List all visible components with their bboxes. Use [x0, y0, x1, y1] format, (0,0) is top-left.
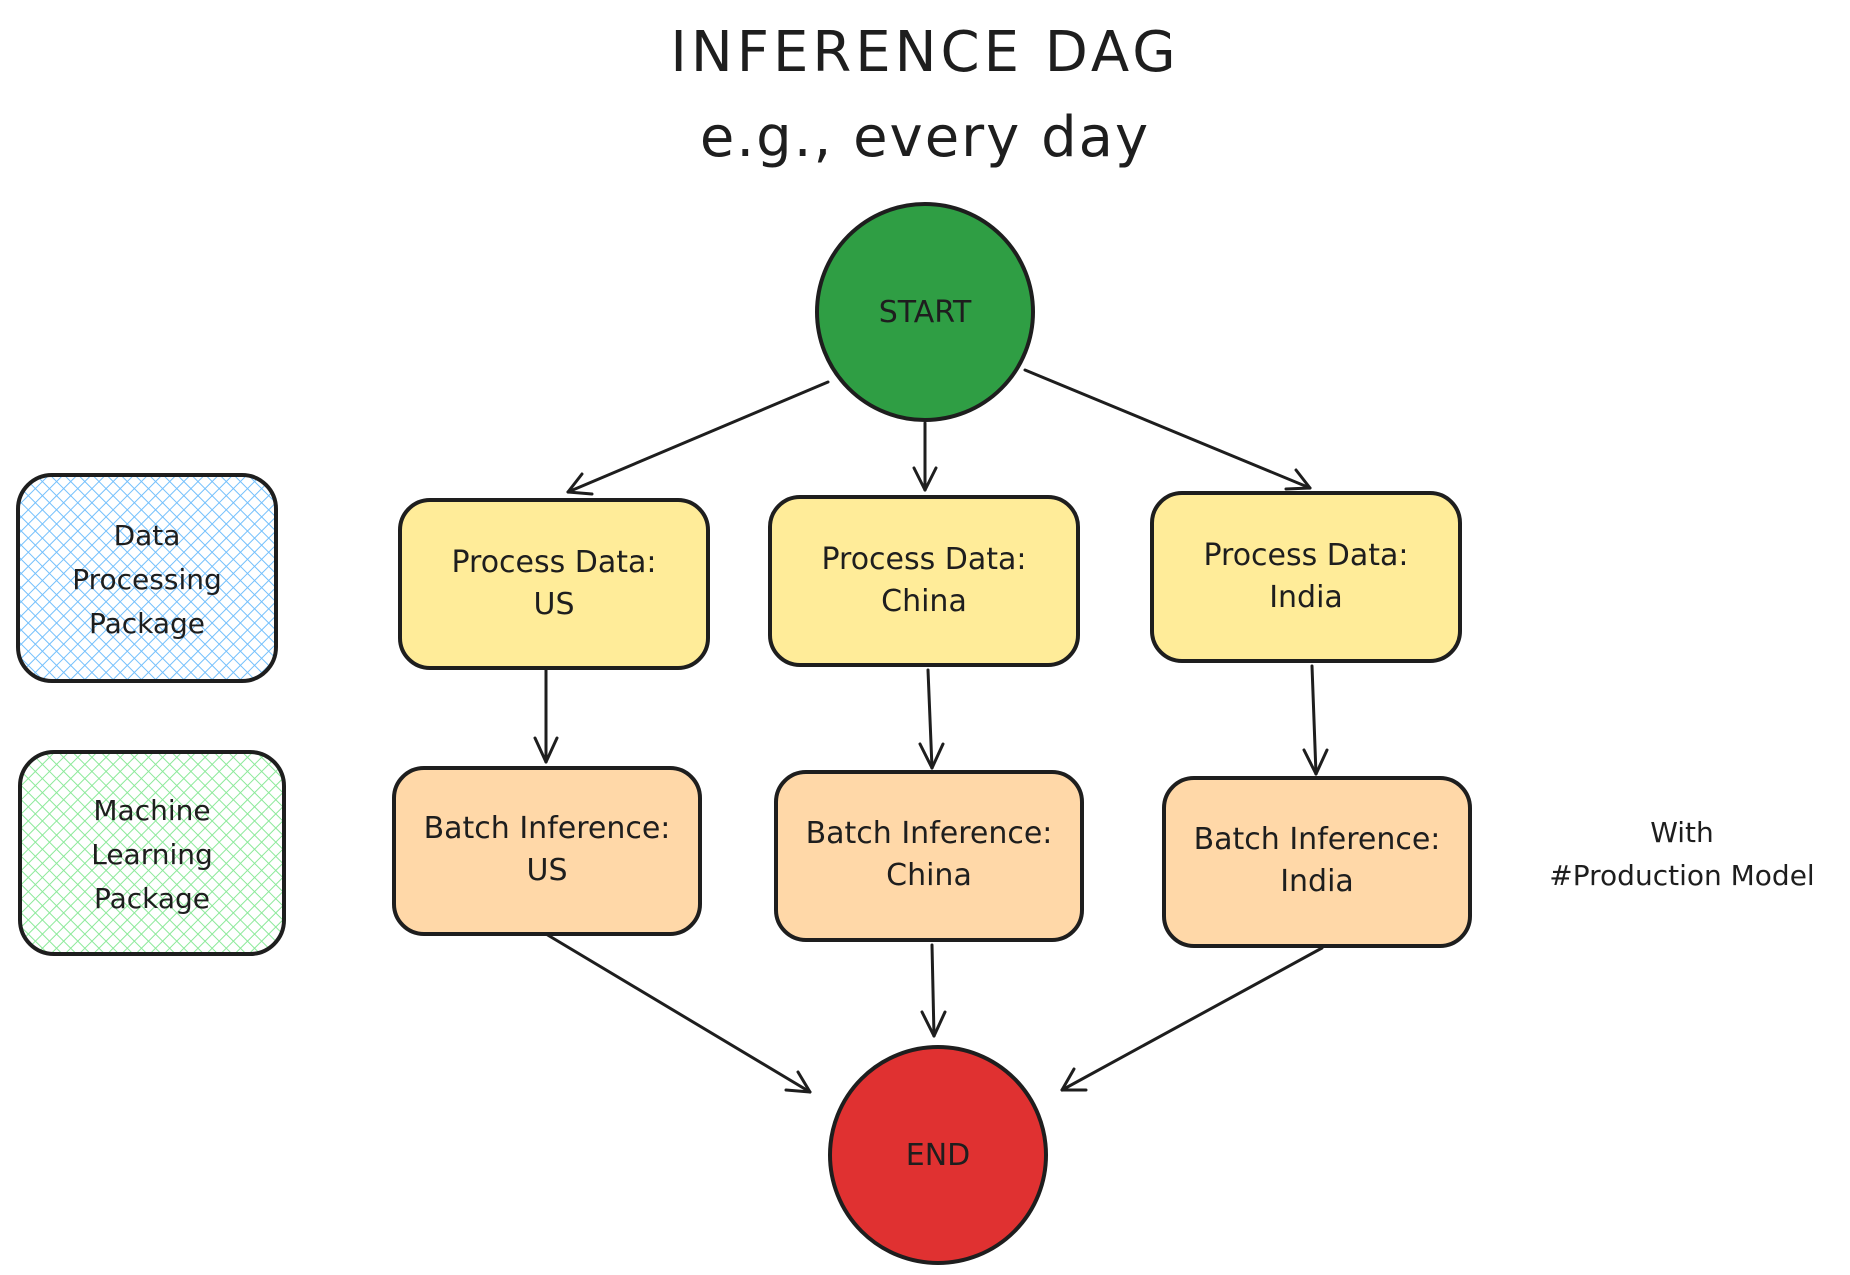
legend-ml-line2: Learning	[91, 838, 213, 871]
edges	[533, 368, 1329, 1094]
start-circle	[815, 202, 1035, 422]
edge-start-to-process-us	[566, 380, 830, 496]
process-line1-us: Process Data:	[451, 545, 656, 580]
edge-process-us-to-inference-us	[533, 666, 559, 764]
process-line2-india: India	[1269, 580, 1343, 615]
process-node-us: Process Data: US	[398, 498, 710, 670]
inference-line2-us: US	[526, 853, 567, 888]
edge-inference-us-to-end	[544, 932, 812, 1094]
legend-ml-line3: Package	[94, 882, 210, 915]
start-label: START	[879, 295, 972, 330]
end-circle	[828, 1045, 1048, 1265]
inference-node-china: Batch Inference: China	[774, 770, 1084, 942]
legend-data-processing-package: Data Processing Package	[16, 473, 278, 683]
legend-data-line1: Data	[114, 519, 181, 552]
legend-ml-package: Machine Learning Package	[18, 750, 286, 956]
inference-node-us: Batch Inference: US	[392, 766, 702, 936]
inference-line2-india: India	[1280, 864, 1354, 899]
diagram-title: INFERENCE DAG	[670, 20, 1180, 85]
legend-data-line3: Package	[89, 607, 205, 640]
process-line1-india: Process Data:	[1203, 538, 1408, 573]
edge-process-india-to-inference-india	[1302, 664, 1329, 776]
inference-line1-us: Batch Inference:	[424, 811, 671, 846]
inference-node-india: Batch Inference: India	[1162, 776, 1472, 948]
legend-data-line2: Processing	[72, 563, 222, 596]
diagram-subtitle: e.g., every day	[699, 105, 1151, 170]
inference-line1-india: Batch Inference:	[1194, 822, 1441, 857]
note-line1: With	[1650, 816, 1714, 849]
end-label: END	[906, 1138, 971, 1173]
inference-line1-china: Batch Inference:	[806, 816, 1053, 851]
edge-inference-india-to-end	[1060, 946, 1324, 1092]
inference-box-china	[774, 770, 1084, 942]
note-line2: #Production Model	[1549, 859, 1814, 892]
inference-box-us	[392, 766, 702, 936]
legend-ml-box	[18, 750, 286, 956]
start-node: START	[815, 202, 1035, 422]
inference-line2-china: China	[886, 858, 972, 893]
end-node: END	[828, 1045, 1048, 1265]
process-box-china	[768, 495, 1080, 667]
process-line1-china: Process Data:	[821, 542, 1026, 577]
edge-inference-china-to-end	[920, 943, 947, 1038]
edge-start-to-process-india	[1023, 368, 1312, 491]
legend-data-box	[16, 473, 278, 683]
process-line2-us: US	[533, 587, 574, 622]
edge-start-to-process-china	[912, 421, 938, 492]
process-node-india: Process Data: India	[1150, 491, 1462, 663]
process-box-us	[398, 498, 710, 670]
inference-box-india	[1162, 776, 1472, 948]
production-model-note: With #Production Model	[1549, 816, 1814, 892]
process-node-china: Process Data: China	[768, 495, 1080, 667]
edge-process-china-to-inference-china	[918, 668, 945, 770]
process-box-india	[1150, 491, 1462, 663]
legend-ml-line1: Machine	[93, 794, 210, 827]
process-line2-china: China	[881, 584, 967, 619]
